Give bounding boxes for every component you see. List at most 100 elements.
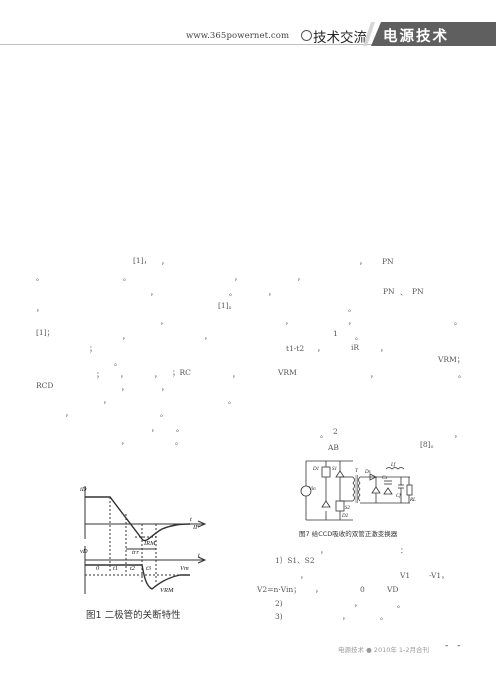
fig1-label: t3 — [146, 565, 152, 572]
diode-icon — [369, 473, 377, 481]
fig1-label: Vm — [180, 565, 189, 572]
diode-icon — [371, 486, 381, 494]
column-tab — [371, 22, 496, 46]
text-fragment: 。 — [36, 273, 44, 282]
fig7-label: D2 — [341, 514, 349, 519]
fig1-label: t2 — [130, 565, 136, 572]
text-fragment: ， — [154, 370, 162, 379]
fig7-label: D1 — [312, 467, 319, 472]
inductor-icon — [385, 467, 405, 470]
text-fragment: -V1， — [429, 571, 449, 580]
text-fragment: ， — [359, 257, 367, 266]
diode-icon — [383, 487, 393, 495]
text-fragment: ， — [65, 409, 73, 418]
text-fragment: 。 — [454, 317, 462, 326]
diode-icon — [335, 470, 345, 478]
fig1-label: iD — [80, 486, 87, 493]
text-fragment: PN — [382, 257, 394, 266]
text-fragment: 、 — [400, 288, 408, 297]
text-fragment: [1]。 — [218, 301, 237, 310]
text-fragment: 0 — [360, 585, 365, 594]
text-fragment: 3) — [275, 612, 283, 621]
figure-7-caption: 图7 给CCD吸收的双管正激变换器 — [299, 530, 398, 538]
text-fragment: PN — [412, 287, 424, 296]
text-fragment: ， — [120, 370, 128, 379]
text-fragment: 。 — [380, 612, 388, 621]
text-fragment: 。 — [175, 437, 183, 446]
text-fragment: ， — [204, 332, 212, 341]
text-fragment: VRM — [278, 368, 297, 377]
text-fragment: VRM； — [438, 355, 465, 364]
text-fragment: 。 — [355, 332, 363, 341]
text-fragment: ， — [150, 288, 158, 297]
text-fragment: 。 — [228, 396, 236, 405]
text-fragment: [1]； — [36, 328, 55, 337]
fig1-label: IF — [192, 524, 200, 531]
fig1-label: t — [190, 516, 192, 523]
fig7-label: Cf — [396, 494, 401, 499]
arrow-icon — [197, 556, 207, 564]
text-fragment: ， — [151, 424, 159, 433]
text-fragment: VD — [387, 585, 399, 594]
resistor-icon — [406, 484, 413, 496]
text-fragment: 。 — [114, 358, 122, 367]
transformer-secondary — [358, 476, 361, 502]
text-fragment: ， — [160, 317, 168, 326]
text-fragment: ， — [370, 370, 378, 379]
text-fragment: ， — [380, 344, 388, 353]
fig1-label: t1 — [113, 565, 118, 572]
section-title: 技术交流 — [313, 30, 367, 46]
fig7-label: Vin — [309, 487, 316, 492]
switch-icon — [335, 500, 345, 512]
fig7-label: RL — [409, 498, 416, 503]
text-fragment: V2=n·Vin； — [257, 585, 301, 594]
text-fragment: 。 — [348, 304, 356, 313]
arrow-icon — [197, 520, 207, 528]
text-fragment: iR — [351, 343, 360, 352]
text-fragment: ， — [348, 317, 356, 326]
text-fragment: ， — [300, 571, 308, 580]
text-fragment: ， — [315, 585, 323, 594]
page-number: - - — [445, 641, 464, 651]
text-fragment: 。 — [123, 273, 131, 282]
text-fragment: ， — [103, 396, 111, 405]
fig7-label: Cs — [382, 476, 387, 481]
figure-7-circuit: Vin S1 S2 D1 D2 T Ds Cs Lf Cf RL — [300, 460, 416, 521]
text-fragment: ； — [96, 370, 104, 379]
footer-text: 电源技术 ● 2010年 1-2月合刊 — [338, 646, 430, 654]
text-fragment: ； — [89, 344, 97, 353]
header-url[interactable]: www.365powernet.com — [186, 31, 290, 41]
text-fragment: ；RC — [172, 368, 191, 377]
text-fragment: ， — [342, 612, 350, 621]
fig1-label: t — [198, 552, 200, 559]
text-fragment: 。 — [176, 424, 184, 433]
header-rule — [0, 44, 372, 45]
text-fragment: V1 — [400, 571, 411, 580]
text-fragment: ， — [317, 344, 325, 353]
diode-icon — [321, 500, 331, 508]
text-fragment: 。 — [397, 600, 405, 609]
text-fragment: ， — [454, 430, 462, 439]
text-fragment: 。 — [229, 288, 237, 297]
text-fragment: 。 — [320, 430, 328, 439]
text-fragment: ： — [400, 546, 408, 555]
fig1-label: VRM — [160, 587, 174, 594]
text-fragment: ， — [122, 332, 130, 341]
text-fragment: ， — [121, 383, 129, 392]
fig1-label: vD — [80, 548, 88, 555]
current-curve — [85, 496, 191, 542]
text-fragment: ， — [285, 317, 293, 326]
circle-icon — [301, 30, 312, 41]
fig1-label: 0 — [96, 565, 100, 572]
fig7-label: S1 — [332, 467, 337, 472]
text-fragment: ， — [234, 273, 242, 282]
fig7-label: S2 — [345, 506, 351, 511]
text-fragment: 2 — [333, 427, 338, 436]
text-fragment: 1）S1、S2 — [275, 556, 315, 565]
text-fragment: 1 — [333, 329, 338, 338]
text-fragment: t1-t2 — [286, 344, 305, 353]
text-fragment: PN — [383, 287, 395, 296]
text-fragment: ， — [354, 599, 362, 608]
fig7-label: Lf — [390, 463, 396, 468]
fig1-label: trr — [132, 549, 139, 556]
